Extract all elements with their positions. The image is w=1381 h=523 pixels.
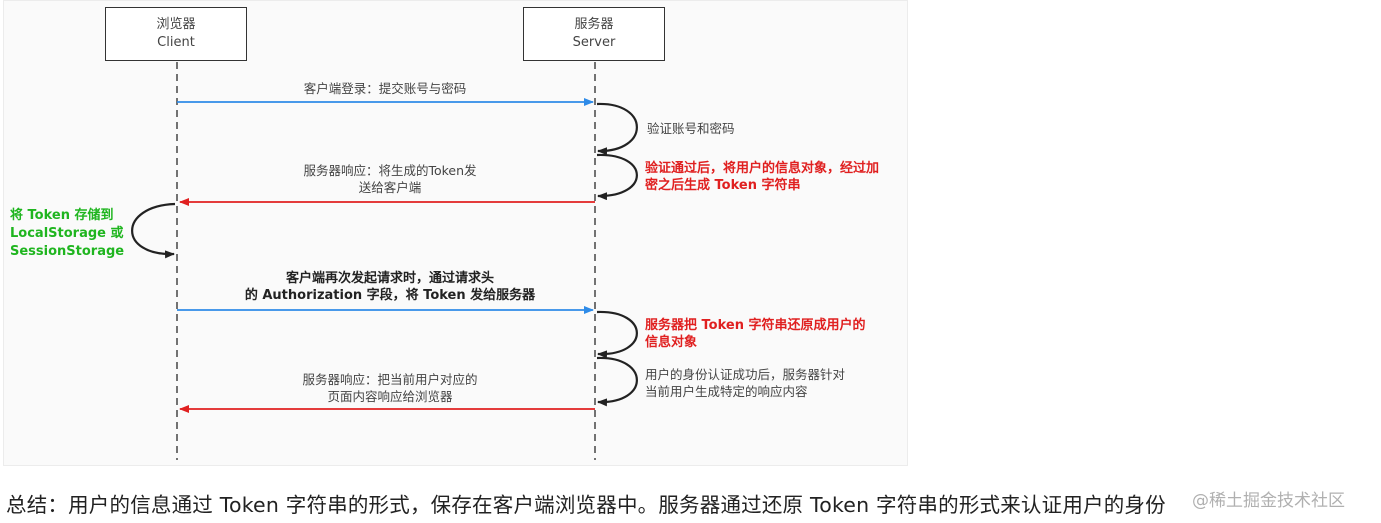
verify-loop-arrow (596, 102, 638, 156)
client-actor-name: 浏览器 (156, 17, 196, 32)
request-line-2: 的 Authorization 字段，将 Token 发给服务器 (244, 288, 536, 303)
store-token-line-3: SessionStorage (10, 244, 125, 259)
restore-token-line-1: 服务器把 Token 字符串还原成用户的 (645, 318, 866, 333)
auth-success-line-2: 当前用户生成特定的响应内容 (645, 384, 808, 399)
auth-success-loop-arrow (596, 356, 638, 407)
verify-label: 验证账号和密码 (647, 120, 735, 137)
verify-label-text: 验证账号和密码 (647, 121, 735, 136)
store-token-loop-arrow (131, 202, 176, 259)
restore-token-loop-arrow (596, 310, 638, 359)
auth-success-label: 用户的身份认证成功后，服务器针对 当前用户生成特定的响应内容 (645, 366, 905, 400)
token-response-line-1: 服务器响应：将生成的Token发 (303, 163, 477, 178)
store-token-label: 将 Token 存储到 LocalStorage 或 SessionStorag… (10, 207, 124, 261)
server-actor-name: 服务器 (574, 17, 614, 32)
auth-success-line-1: 用户的身份认证成功后，服务器针对 (645, 367, 846, 382)
watermark: @稀土掘金技术社区 (1192, 491, 1345, 511)
store-token-line-2: LocalStorage 或 (10, 226, 124, 241)
page-response-line-2: 页面内容响应给浏览器 (327, 389, 453, 404)
diagram-panel (3, 0, 908, 466)
token-response-label: 服务器响应：将生成的Token发 送给客户端 (230, 162, 550, 196)
verify-ok-line-1: 验证通过后，将用户的信息对象，经过加 (645, 161, 880, 176)
verify-ok-label: 验证通过后，将用户的信息对象，经过加 密之后生成 Token 字符串 (645, 160, 910, 194)
restore-token-label: 服务器把 Token 字符串还原成用户的 信息对象 (645, 317, 905, 351)
restore-token-line-2: 信息对象 (645, 335, 698, 350)
request-label: 客户端再次发起请求时，通过请求头 的 Authorization 字段，将 To… (190, 270, 590, 304)
generate-token-loop-arrow (596, 153, 638, 201)
store-token-line-1: 将 Token 存储到 (10, 208, 114, 223)
sequence-diagram (131, 62, 638, 460)
server-actor-box: 服务器 Server (523, 7, 665, 61)
login-label: 客户端登录：提交账号与密码 (200, 80, 570, 97)
server-actor-subtitle: Server (572, 35, 616, 50)
token-response-line-2: 送给客户端 (358, 180, 422, 195)
client-actor-box: 浏览器 Client (105, 7, 247, 61)
page-response-label: 服务器响应：把当前用户对应的 页面内容响应给浏览器 (230, 371, 550, 405)
page-response-line-1: 服务器响应：把当前用户对应的 (302, 372, 478, 387)
login-label-text: 客户端登录：提交账号与密码 (303, 81, 467, 96)
request-line-1: 客户端再次发起请求时，通过请求头 (285, 271, 494, 286)
verify-ok-line-2: 密之后生成 Token 字符串 (645, 178, 801, 193)
client-actor-subtitle: Client (157, 35, 195, 50)
summary-text: 总结：用户的信息通过 Token 字符串的形式，保存在客户端浏览器中。服务器通过… (6, 493, 1166, 517)
